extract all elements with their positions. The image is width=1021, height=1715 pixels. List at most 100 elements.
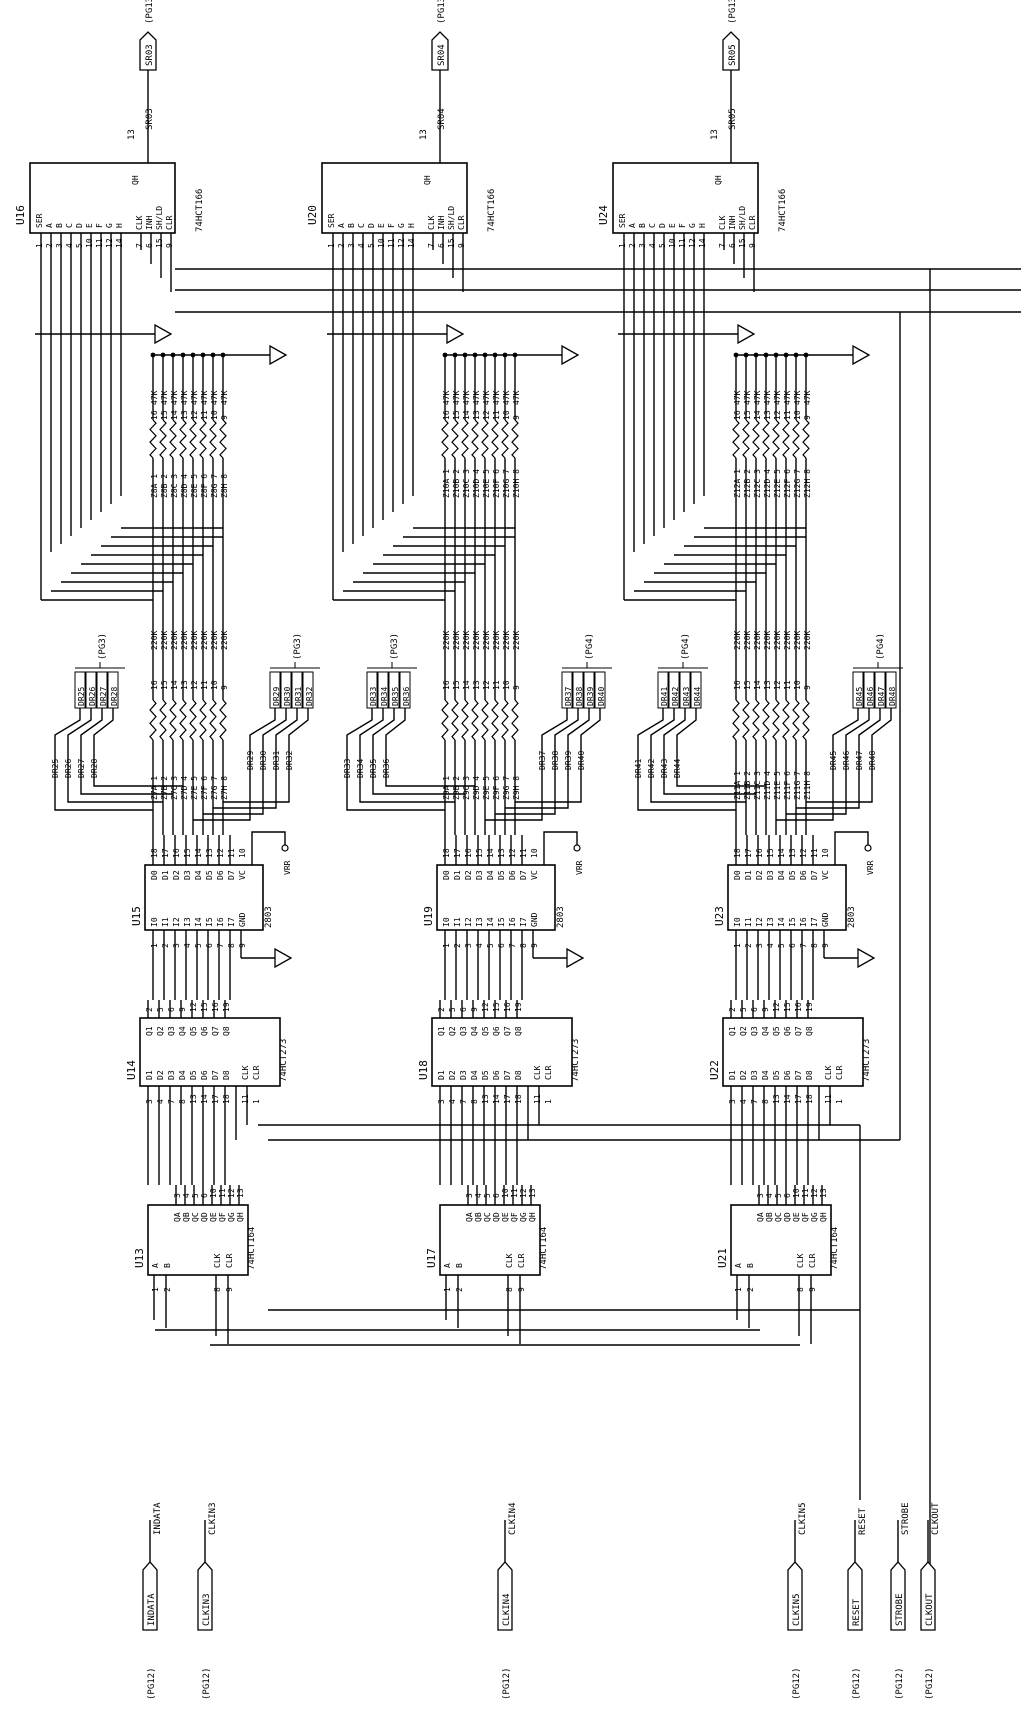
resistor-ref: Z12C 3 [753,469,762,498]
pin-number: 14 [492,1094,501,1104]
pin-number: 5 [486,943,495,948]
pin-number: 16 [503,1002,512,1012]
pin-label: D5 [205,870,214,880]
connector-wire [515,790,582,803]
pin-number: 4 [357,243,366,248]
resistor-ref: Z11D 4 [763,771,772,800]
net-label: CLKIN3 [208,1502,218,1535]
pin-number: 14 [486,848,495,858]
pin-label: I2 [464,917,473,927]
pin-number: 1 [252,1099,261,1104]
pin-label: QB [474,1212,483,1222]
pin-number: 14 [462,410,471,420]
pin-number: 7 [508,943,517,948]
pin-number: 9 [803,415,812,420]
junction-dot [442,352,448,358]
pin-number: 15 [452,410,461,420]
connector-wire [858,708,881,790]
pin-label: D3 [750,1070,759,1080]
pin-number: 2 [728,1007,737,1012]
pin-label: QG [810,1212,819,1222]
pin-label: Q8 [514,1026,523,1036]
input-flag [497,1561,513,1631]
pin-number: 10 [209,1188,218,1198]
bus-bracket [658,662,708,669]
chip-ref: U23 [713,906,726,926]
junction-dot [743,352,749,358]
vrr-wire [834,831,869,865]
pin-label: Q8 [805,1026,814,1036]
pin-label: SH/LD [155,206,164,230]
chip-part: 74HCT273 [571,1039,581,1082]
input-flag [847,1561,863,1631]
pin-label: D7 [227,870,236,880]
pin-number: 5 [739,1007,748,1012]
ground-icon [561,344,580,366]
pin-number: 13 [819,1188,828,1198]
net-label: DR31 [294,687,303,706]
pullup-resistor [742,419,750,459]
resistor-value: 220K [452,631,461,650]
pin-label: VC [530,870,539,880]
pin-number: 13 [419,129,429,140]
pin-label: CLK [213,1253,222,1268]
pin-number: 1 [734,1287,743,1292]
resistor-value: 47K [793,390,802,405]
net-label: DR27 [99,687,108,706]
pin-number: 1 [835,1099,844,1104]
series-resistor [501,699,509,741]
pin-number: 5 [774,1193,783,1198]
pin-number: 2 [163,1287,172,1292]
pin-number: 7 [718,243,727,248]
latch-chip [139,1017,281,1087]
pullup-resistor [782,419,790,459]
resistor-ref: Z7H 8 [220,776,229,800]
connector-wire [676,708,697,780]
resistor-ref: Z7C 3 [170,776,179,800]
pin-number: 16 [211,1002,220,1012]
driver-chip [436,864,556,931]
resistor-ref: Z11H 8 [803,771,812,800]
pullup-resistor [149,419,157,459]
junction-dot [210,352,216,358]
pin-label: D7 [810,870,819,880]
pin-number: 10 [530,848,539,858]
pin-number: 16 [442,680,451,690]
net-label: DR35 [391,687,400,706]
net-label: DR44 [693,687,702,706]
pin-label: SER [35,213,44,228]
chip-ref: U22 [708,1060,721,1080]
pin-number: 8 [810,943,819,948]
pin-number: 17 [794,1094,803,1104]
connector-wire [346,708,373,780]
pin-number: 9 [761,1007,770,1012]
shift-register-chip [321,162,468,234]
pin-number: 8 [227,943,236,948]
pin-number: 6 [492,1193,501,1198]
pin-label: D2 [448,1070,457,1080]
pin-label: D1 [145,1070,154,1080]
resistor-ref: Z9B 2 [452,776,461,800]
resistor-ref: Z11F 6 [783,771,792,800]
pin-number: 10 [792,1188,801,1198]
off-page-flag [722,31,740,71]
pin-number: 14 [194,848,203,858]
pullup-resistor [179,419,187,459]
pin-number: 15 [743,410,752,420]
pin-label: D6 [508,870,517,880]
page-ref: (PG12) [925,1667,935,1700]
resistor-value: 47K [472,390,481,405]
junction-dot [783,352,789,358]
pullup-resistor [752,419,760,459]
chip-part: 74HCT164 [247,1227,257,1270]
pin-label: D4 [761,1070,770,1080]
net-label: DR39 [586,687,595,706]
pin-label: I0 [150,917,159,927]
resistor-value: 220K [743,631,752,650]
net-label: DR48 [868,751,877,770]
pullup-resistor [461,419,469,459]
series-resistor [149,699,157,741]
pin-number: 1 [35,243,44,248]
pin-label: D4 [194,870,203,880]
ground-icon [269,344,288,366]
